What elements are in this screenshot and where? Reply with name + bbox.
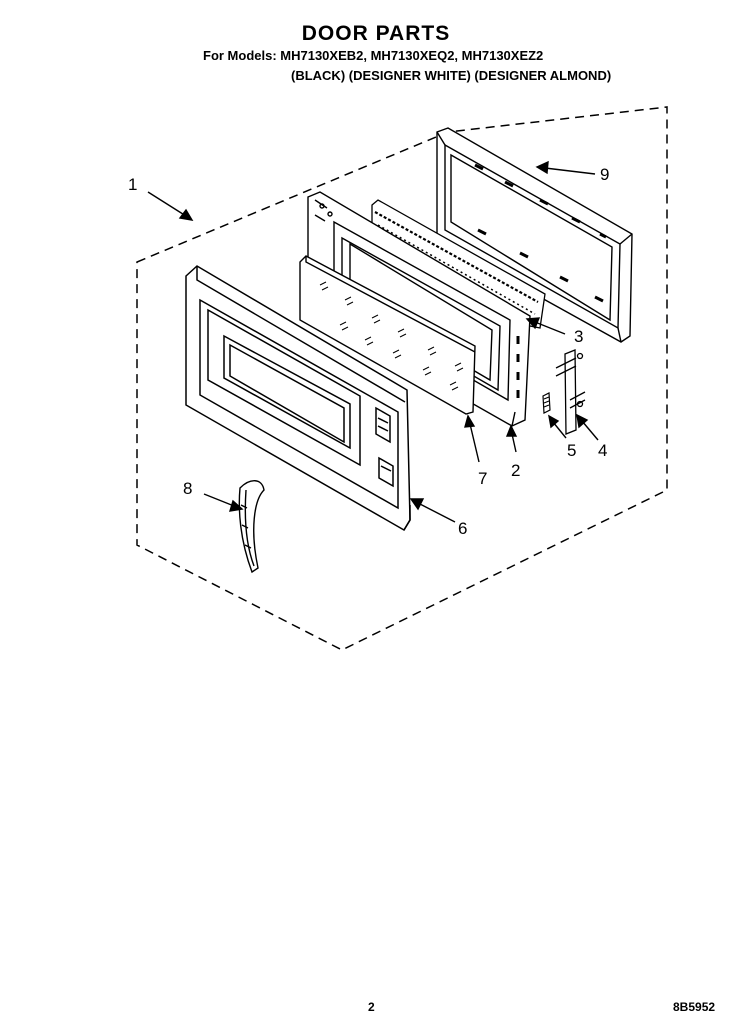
colors-line: (BLACK) (DESIGNER WHITE) (DESIGNER ALMON… [291,68,612,83]
callout-7: 7 [478,469,487,488]
callout-9: 9 [600,165,609,184]
callout-2: 2 [511,461,520,480]
callout-6: 6 [458,519,467,538]
part-8-door-handle [238,480,265,574]
callout-4: 4 [598,441,607,460]
models-line: For Models: MH7130XEB2, MH7130XEQ2, MH71… [203,48,544,63]
document-number: 8B5952 [673,1000,716,1014]
leader-lines [147,160,599,523]
callout-3: 3 [574,327,583,346]
part-9-door-frame [436,127,633,343]
callout-8: 8 [183,479,192,498]
part-5-latch-spring [542,392,551,414]
part-6-front-panel [185,265,411,532]
page-number: 2 [368,1000,375,1014]
part-7-glass-panel [299,255,476,415]
callout-5: 5 [567,441,576,460]
part-4-hinge-bracket [555,349,586,435]
callout-1: 1 [128,175,137,194]
page-title: DOOR PARTS [301,22,451,45]
